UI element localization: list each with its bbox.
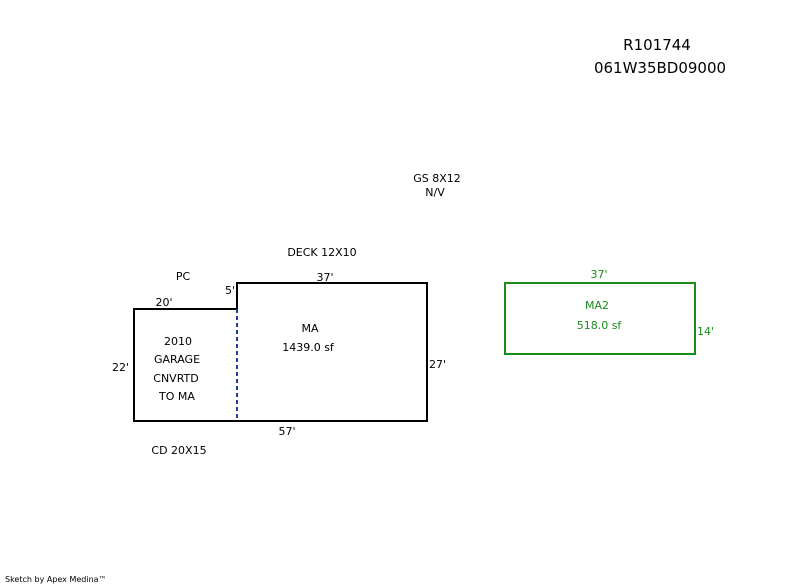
parcel-id: 061W35BD09000 — [593, 59, 727, 77]
ma2-top-dimension: 37' — [590, 268, 608, 281]
garage-top-dimension: 20' — [155, 296, 173, 309]
garage-note-line4: TO MA — [159, 390, 195, 403]
main-right-dimension: 27' — [429, 358, 447, 371]
garage-note-line3: CNVRTD — [153, 372, 199, 385]
main-building-name: MA — [301, 322, 319, 335]
ma2-area: 518.0 sf — [576, 319, 622, 332]
gs-note: N/V — [425, 186, 445, 199]
pc-label: PC — [175, 270, 191, 283]
gs-label: GS 8X12 — [413, 172, 461, 185]
ma2-right-dimension: 14' — [697, 325, 715, 338]
garage-note-line2: GARAGE — [153, 353, 201, 366]
main-building-area: 1439.0 sf — [282, 341, 334, 354]
deck-label: DECK 12X10 — [287, 246, 357, 259]
garage-note-line1: 2010 — [164, 335, 192, 348]
main-bottom-dimension: 57' — [278, 425, 296, 438]
sketch-credit: Sketch by Apex Medina™ — [5, 575, 107, 584]
record-id: R101744 — [623, 36, 691, 54]
main-top-dimension: 37' — [316, 271, 334, 284]
ma2-name: MA2 — [584, 299, 610, 312]
garage-left-dimension: 22' — [112, 361, 130, 374]
step-dimension: 5' — [224, 284, 236, 297]
cd-label: CD 20X15 — [151, 444, 207, 457]
ma2-outline — [504, 282, 696, 355]
